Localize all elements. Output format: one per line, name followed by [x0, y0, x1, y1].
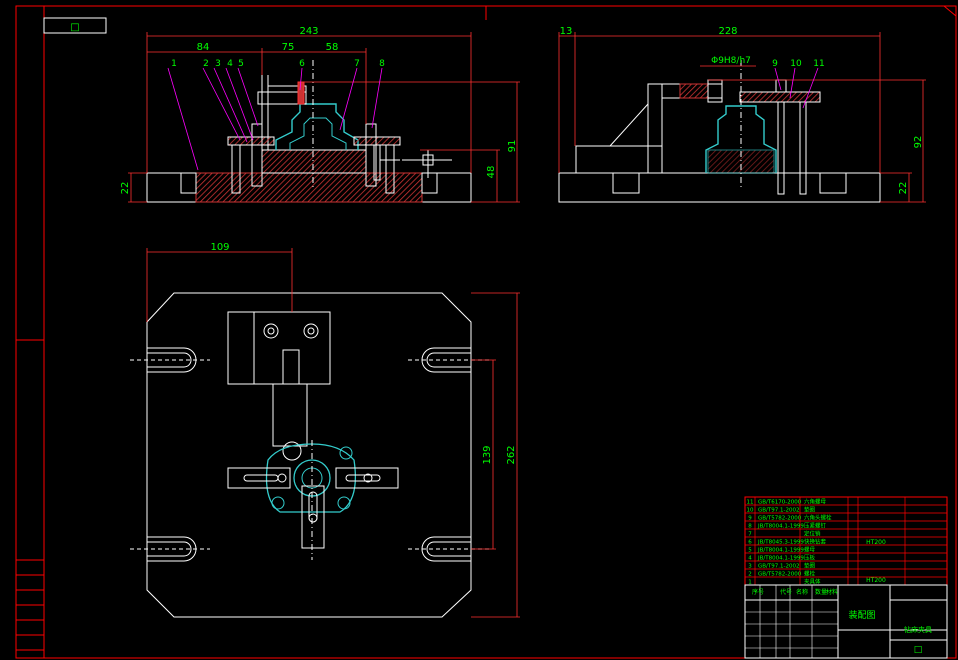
side-stamp [15, 559, 45, 659]
bom-no: 7 [748, 532, 752, 538]
side-dim-height: 92 [913, 136, 924, 149]
bom-no: 11 [747, 500, 754, 506]
balloon-1: 1 [171, 59, 177, 69]
header-label-1: 序号 [752, 588, 764, 596]
side-view: 13 228 Φ9H8/h7 92 22 9 10 11 [558, 26, 926, 203]
bom-name: 六角头螺栓 [804, 514, 832, 522]
balloon-4: 4 [227, 59, 233, 69]
dim-left-offset: 84 [197, 42, 210, 53]
bom-name: 螺母 [804, 546, 816, 554]
bom-std: JB/T8004.1-1999 [757, 548, 804, 554]
bom-name: 压板 [804, 554, 816, 562]
side-dim-base: 22 [898, 182, 909, 195]
title-small-box: □ [914, 645, 923, 655]
dim-height-right: 91 [507, 140, 518, 153]
balloon-5: 5 [238, 59, 244, 69]
plan-view: 109 139 262 [130, 242, 520, 618]
bom-std: GB/T97.1-2002 [758, 508, 799, 514]
bom-name: 螺栓 [804, 570, 816, 578]
dim-overall-width: 243 [299, 26, 318, 37]
balloon-11: 11 [813, 59, 824, 69]
dim-base-height: 22 [120, 182, 131, 195]
header-label-3: 名称 [796, 588, 808, 596]
bom-name: 夹具体 [804, 578, 821, 586]
bom-no: 9 [748, 516, 752, 522]
header-label-4: 数量 [815, 588, 827, 596]
bom-material-2: HT200 [866, 577, 886, 584]
title-box-text: □ [70, 22, 79, 33]
dim-mid-height: 48 [486, 166, 497, 179]
bom-name: 压紧螺钉 [804, 522, 827, 530]
dim-center-gap: 75 [282, 42, 295, 53]
title-block: 装配图 钻床夹具 □ 序号 代号 名称 数量 材料 [744, 584, 948, 659]
plan-dim-slot: 139 [482, 445, 493, 464]
bom-std: GB/T6170-2000 [758, 500, 802, 506]
balloon-2: 2 [203, 59, 209, 69]
plan-dim-height: 262 [506, 445, 517, 464]
bom-std: GB/T5782-2000 [758, 572, 802, 578]
bom-name: 垫圈 [804, 506, 816, 514]
dim-right-part: 58 [326, 42, 339, 53]
drawing-title: 钻床夹具 [904, 625, 932, 634]
bom-no: 10 [747, 508, 754, 514]
bom-name: 六角螺母 [804, 498, 827, 506]
side-dim-fit: Φ9H8/h7 [711, 56, 751, 66]
balloon-9: 9 [772, 59, 778, 69]
bom-name: 垫圈 [804, 562, 816, 570]
front-view: 243 84 75 58 91 48 22 1 2 3 4 5 6 7 8 [120, 26, 520, 203]
bom-std: GB/T5782-2000 [758, 516, 802, 522]
bom-no: 2 [748, 572, 752, 578]
bom-std: JB/T8045.3-1999 [757, 540, 804, 546]
bom-std: JB/T8004.1-1999 [757, 524, 804, 530]
side-dim-width: 228 [718, 26, 737, 37]
header-label-5: 材料 [826, 588, 838, 596]
bom-no: 4 [748, 556, 752, 562]
bom-name: 快换钻套 [804, 538, 827, 546]
bom-no: 8 [748, 524, 752, 530]
balloon-8: 8 [379, 59, 385, 69]
bom-no: 6 [748, 540, 752, 546]
bom-no: 3 [748, 564, 752, 570]
bom-name: 定位销 [804, 530, 821, 538]
bom-no: 1 [748, 580, 752, 586]
bom-std: GB/T97.1-2002 [758, 564, 799, 570]
bom-no: 5 [748, 548, 752, 554]
balloon-7: 7 [354, 59, 360, 69]
plan-dim-left: 109 [210, 242, 229, 253]
title-box: □ [43, 17, 107, 34]
bom-material: HT200 [866, 539, 886, 546]
drawing-frame [15, 5, 957, 659]
header-label-2: 代号 [780, 588, 792, 596]
balloon-3: 3 [215, 59, 221, 69]
bom-std: JB/T8004.1-1999 [757, 556, 804, 562]
assembly-label: 装配图 [848, 609, 875, 621]
balloon-10: 10 [790, 59, 802, 69]
side-dim-offset: 13 [560, 26, 573, 37]
balloon-6: 6 [299, 59, 305, 69]
